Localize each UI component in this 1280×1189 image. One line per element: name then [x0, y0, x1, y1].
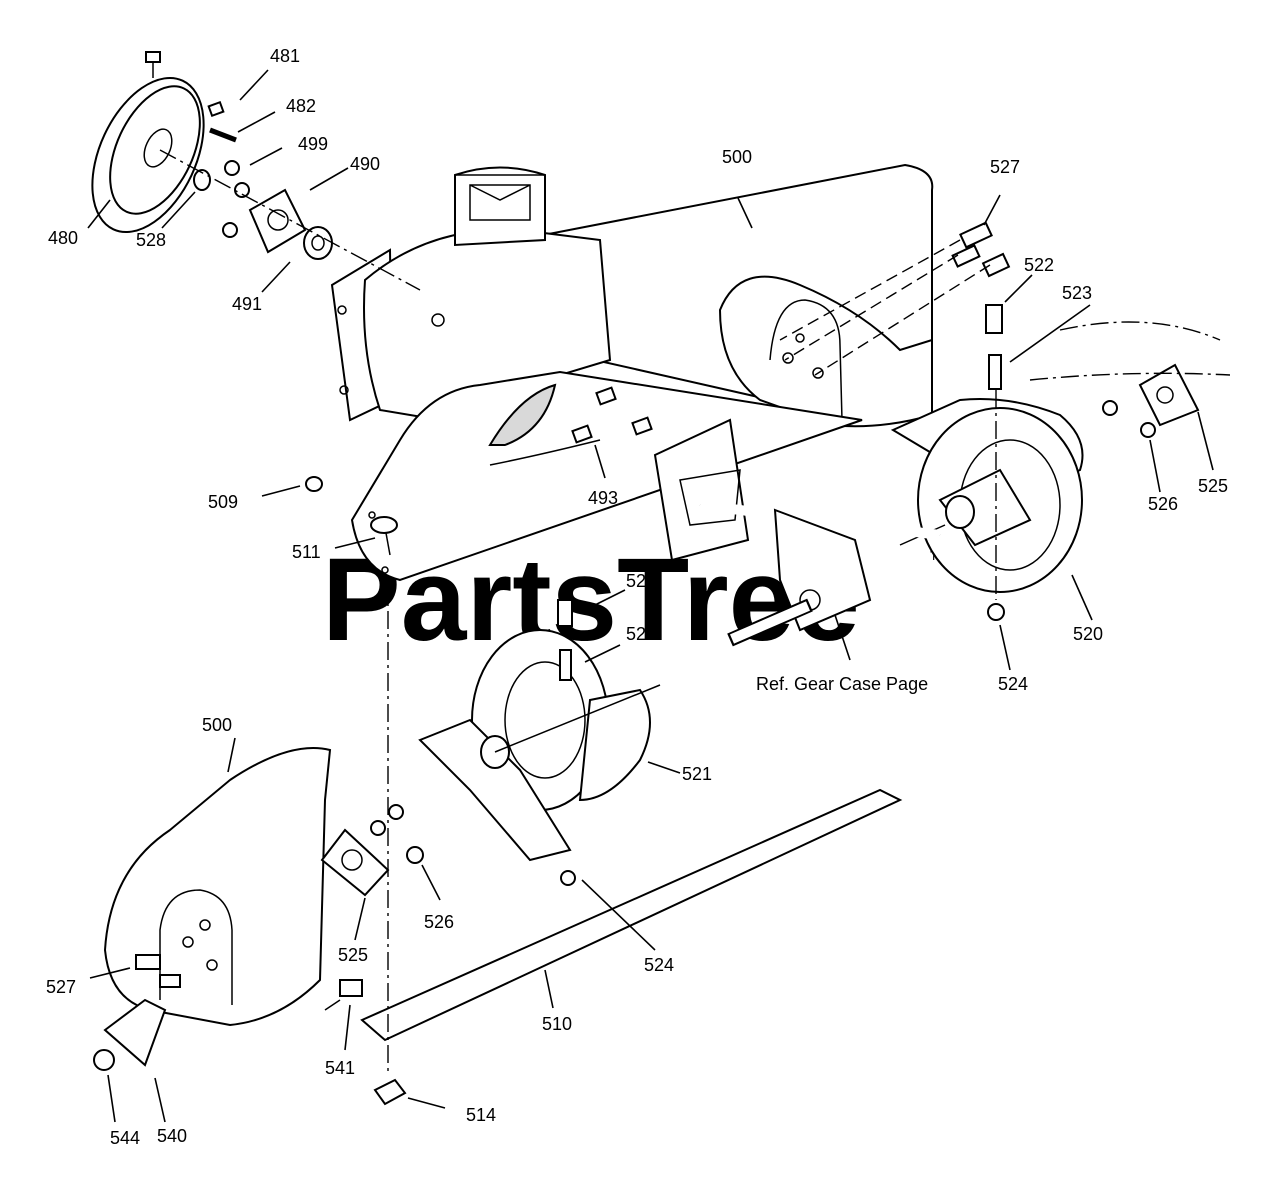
- callout-523-mid: 523: [626, 624, 656, 644]
- callout-511: 511: [292, 542, 321, 562]
- callout-520: 520: [1073, 624, 1103, 644]
- callout-500-top: 500: [722, 147, 752, 167]
- callout-493: 493: [588, 488, 618, 508]
- scraper-bar: [360, 580, 903, 1106]
- side-plate-left: [93, 747, 424, 1071]
- auger-left: [418, 599, 661, 886]
- callout-521: 521: [682, 764, 712, 784]
- callout-525-lower: 525: [338, 945, 368, 965]
- auger-right: [779, 221, 1231, 621]
- callout-510: 510: [542, 1014, 572, 1034]
- callout-522-top: 522: [1024, 255, 1054, 275]
- callout-524-right: 524: [998, 674, 1028, 694]
- callout-526-right: 526: [1148, 494, 1178, 514]
- callout-541: 541: [325, 1058, 355, 1078]
- callout-491: 491: [232, 294, 262, 314]
- callout-499: 499: [298, 134, 328, 154]
- callout-500-lower: 500: [202, 715, 232, 735]
- callout-527-lower: 527: [46, 977, 76, 997]
- callout-490: 490: [350, 154, 380, 174]
- callout-526-lower: 526: [424, 912, 454, 932]
- fasteners: [305, 386, 653, 556]
- callout-481: 481: [270, 46, 300, 66]
- callout-527-top: 527: [990, 157, 1020, 177]
- auger-housing-upper: [330, 163, 934, 582]
- callout-525-right: 525: [1198, 476, 1228, 496]
- callout-480: 480: [48, 228, 78, 248]
- callout-523-top: 523: [1062, 283, 1092, 303]
- gear-case-reference-note: Ref. Gear Case Page: [756, 674, 928, 694]
- callout-482: 482: [286, 96, 316, 116]
- callout-514: 514: [466, 1105, 496, 1125]
- callout-544: 544: [110, 1128, 140, 1148]
- callout-524-lower: 524: [644, 955, 674, 975]
- callout-540: 540: [157, 1126, 187, 1146]
- callout-labels: 481 482 499 490 480 528 491 500 527 522 …: [46, 46, 1228, 1148]
- callout-509: 509: [208, 492, 238, 512]
- callout-522-mid: 522: [626, 571, 656, 591]
- leader-lines: [87, 69, 1214, 1123]
- gear-case: [653, 418, 941, 647]
- pulley-assembly: [91, 51, 421, 291]
- callout-528: 528: [136, 230, 166, 250]
